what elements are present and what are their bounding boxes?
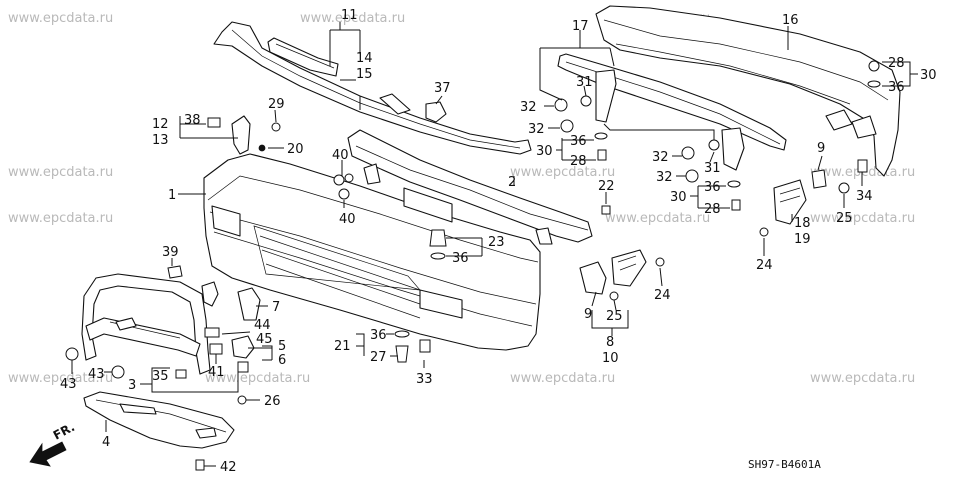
watermark-14: www.epcdata.ru	[810, 371, 915, 386]
callout-28b: 28	[570, 154, 587, 169]
callout-22: 22	[598, 179, 615, 194]
callout-29: 29	[268, 97, 285, 112]
callout-11: 11	[341, 8, 358, 23]
callout-18: 18	[794, 216, 811, 231]
callout-20: 20	[287, 142, 304, 157]
rear-bumper-face-part	[595, 5, 901, 177]
callout-19: 19	[794, 232, 811, 247]
callout-8: 8	[606, 335, 614, 350]
callout-26: 26	[264, 394, 281, 409]
callout-39: 39	[162, 245, 179, 260]
callout-40b: 40	[339, 212, 356, 227]
watermark-12: www.epcdata.ru	[205, 371, 310, 386]
upper-beam-part	[213, 21, 532, 155]
callout-7: 7	[272, 300, 280, 315]
callouts: 11 14 15 37 38 12 13 29 20 1 40 40 2 22 …	[60, 8, 937, 475]
callout-1: 1	[168, 188, 176, 203]
callout-40a: 40	[332, 148, 349, 163]
callout-21: 21	[334, 339, 351, 354]
callout-5: 5	[278, 339, 286, 354]
callout-16: 16	[782, 13, 799, 28]
direction-label: FR.	[51, 420, 77, 443]
callout-28c: 28	[704, 202, 721, 217]
callout-36e: 36	[370, 328, 387, 343]
leader-lines	[71, 22, 918, 467]
callout-6: 6	[278, 353, 286, 368]
watermark-9: www.epcdata.ru	[605, 211, 710, 226]
arrow-icon	[29, 441, 67, 467]
callout-28a: 28	[888, 56, 905, 71]
callout-36a: 36	[452, 251, 469, 266]
callout-14: 14	[356, 51, 373, 66]
callout-27: 27	[370, 350, 387, 365]
fasteners	[65, 60, 881, 471]
callout-25a: 25	[836, 211, 853, 226]
watermark-2: www.epcdata.ru	[300, 11, 405, 26]
watermark-5: www.epcdata.ru	[510, 165, 615, 180]
callout-32a: 32	[520, 100, 537, 115]
callout-9b: 9	[584, 307, 592, 322]
callout-3: 3	[128, 378, 136, 393]
callout-38: 38	[184, 113, 201, 128]
watermark-10: www.epcdata.ru	[810, 211, 915, 226]
callout-33: 33	[416, 372, 433, 387]
callout-30b: 30	[536, 144, 553, 159]
callout-31a: 31	[576, 75, 593, 90]
front-bumper-cover-part	[203, 153, 541, 351]
callout-32d: 32	[656, 170, 673, 185]
callout-36d: 36	[704, 180, 721, 195]
callout-9a: 9	[817, 141, 825, 156]
callout-25b: 25	[606, 309, 623, 324]
callout-2: 2	[508, 175, 516, 190]
callout-31b: 31	[704, 161, 721, 176]
callout-24b: 24	[654, 288, 671, 303]
callout-15: 15	[356, 67, 373, 82]
callout-17: 17	[572, 19, 589, 34]
callout-45: 45	[256, 332, 273, 347]
callout-37: 37	[434, 81, 451, 96]
watermark-13: www.epcdata.ru	[510, 371, 615, 386]
brackets	[201, 101, 807, 359]
callout-10: 10	[602, 351, 619, 366]
watermark-11: www.epcdata.ru	[8, 371, 113, 386]
callout-30a: 30	[920, 68, 937, 83]
callout-36c: 36	[570, 134, 587, 149]
callout-13: 13	[152, 133, 169, 148]
callout-12: 12	[152, 117, 169, 132]
callout-41: 41	[208, 365, 225, 380]
callout-30c: 30	[670, 190, 687, 205]
guard-bar-part	[81, 273, 211, 375]
callout-35: 35	[152, 369, 169, 384]
callout-36b: 36	[888, 80, 905, 95]
callout-32b: 32	[528, 122, 545, 137]
front-direction-arrow: FR.	[29, 420, 77, 467]
front-beam-part	[347, 129, 593, 245]
callout-24a: 24	[756, 258, 773, 273]
callout-44: 44	[254, 318, 271, 333]
diagram-code: SH97-B4601A	[748, 458, 821, 471]
rear-beam-part	[557, 53, 787, 171]
callout-34: 34	[856, 189, 873, 204]
callout-43b: 43	[88, 367, 105, 382]
watermark-7: www.epcdata.ru	[8, 211, 113, 226]
callout-43a: 43	[60, 377, 77, 392]
lower-panel-part	[83, 391, 235, 449]
callout-23: 23	[488, 235, 505, 250]
callout-4: 4	[102, 435, 110, 450]
watermark-4: www.epcdata.ru	[8, 165, 113, 180]
watermark-1: www.epcdata.ru	[8, 11, 113, 26]
callout-32c: 32	[652, 150, 669, 165]
callout-42: 42	[220, 460, 237, 475]
